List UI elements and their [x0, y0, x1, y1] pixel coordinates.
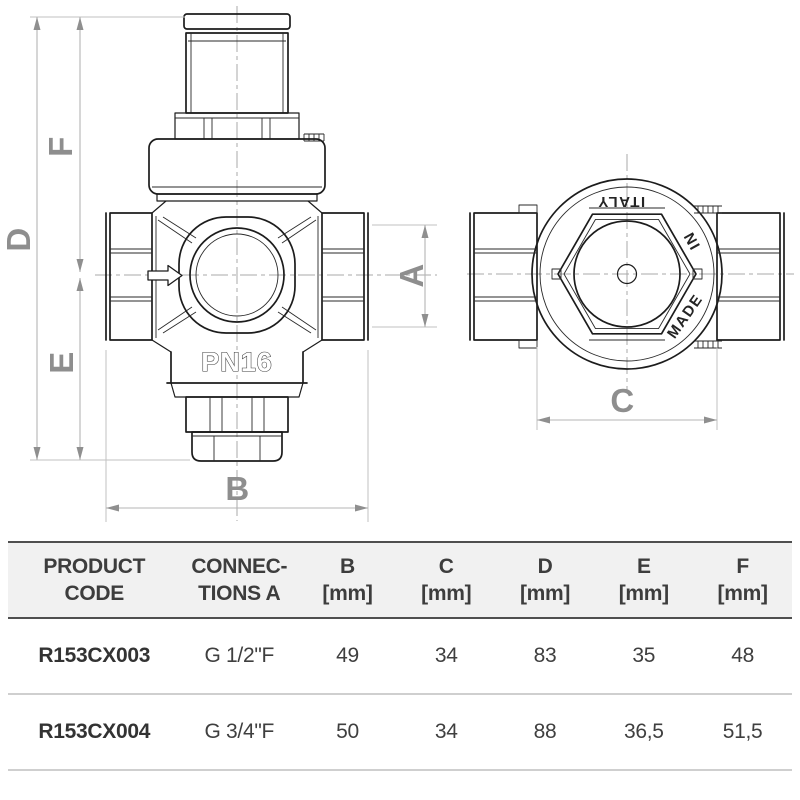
- engraving-in: IN: [680, 228, 704, 252]
- dim-e-value: 35: [594, 617, 694, 695]
- center-lines: [95, 6, 794, 521]
- product-code: R153CX004: [8, 693, 181, 771]
- bottom-plug: [185, 396, 289, 462]
- dim-e-value: 36,5: [594, 693, 694, 771]
- table-row: R153CX004 G 3/4"F 50 34 88 36,5 51,5: [8, 693, 792, 771]
- dim-label-c: C: [610, 382, 633, 419]
- dim-c-value: 34: [396, 617, 496, 695]
- col-header-product-code: PRODUCT CODE: [8, 541, 181, 619]
- dim-d-value: 83: [495, 617, 595, 695]
- col-header-e: E [mm]: [594, 541, 694, 619]
- col-header-f: F [mm]: [693, 541, 792, 619]
- product-code: R153CX003: [8, 617, 181, 695]
- flow-direction-arrow-icon: [147, 264, 183, 287]
- dim-c-value: 34: [396, 693, 496, 771]
- dimension-annotations: D F E A B C: [0, 16, 718, 522]
- col-header-c: C [mm]: [396, 541, 496, 619]
- dim-label-b: B: [225, 470, 248, 507]
- table-header-row: PRODUCT CODE CONNEC- TIONS A B [mm] C [m…: [8, 541, 792, 619]
- front-view: PN16: [105, 13, 369, 462]
- dim-b-value: 49: [298, 617, 397, 695]
- dim-f-value: 48: [693, 617, 792, 695]
- dim-f-value: 51,5: [693, 693, 792, 771]
- valve-body: [105, 212, 369, 353]
- connection-size: G 3/4"F: [180, 693, 299, 771]
- dim-label-a: A: [393, 264, 430, 287]
- dim-label-d: D: [0, 228, 37, 251]
- connection-size: G 1/2"F: [180, 617, 299, 695]
- dim-d-value: 88: [495, 693, 595, 771]
- dim-label-f: F: [42, 137, 79, 157]
- dim-b-value: 50: [298, 693, 397, 771]
- technical-drawing: PN16: [0, 6, 794, 522]
- pn16-marking: PN16: [201, 347, 273, 377]
- made-in-italy-engraving: ITALY IN MADE: [597, 193, 707, 342]
- dim-label-e: E: [43, 352, 80, 374]
- col-header-b: B [mm]: [298, 541, 397, 619]
- col-header-d: D [mm]: [495, 541, 595, 619]
- spring-housing: [148, 138, 326, 214]
- specification-table: PRODUCT CODE CONNEC- TIONS A B [mm] C [m…: [8, 541, 792, 771]
- table-row: R153CX003 G 1/2"F 49 34 83 35 48: [8, 617, 792, 695]
- locking-ring: [174, 112, 325, 142]
- col-header-connections: CONNEC- TIONS A: [180, 541, 299, 619]
- engraving-italy: ITALY: [597, 193, 645, 210]
